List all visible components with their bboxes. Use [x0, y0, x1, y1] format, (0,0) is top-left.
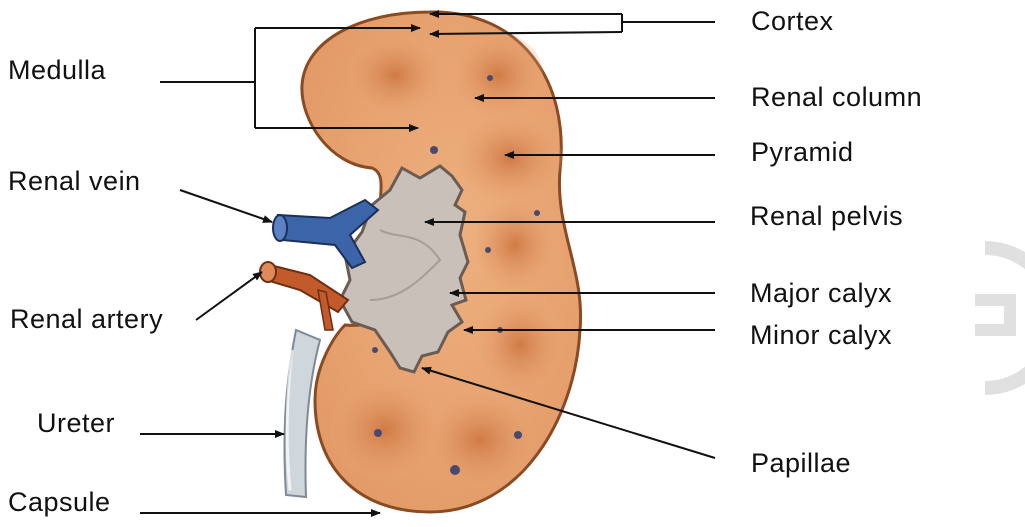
label-papillae: Papillae — [751, 450, 851, 477]
label-renal-column: Renal column — [751, 84, 922, 111]
label-capsule: Capsule — [8, 489, 111, 516]
label-renal-pelvis: Renal pelvis — [750, 203, 903, 230]
renal-artery — [260, 262, 348, 330]
label-ureter: Ureter — [37, 410, 115, 437]
label-medulla: Medulla — [8, 57, 106, 84]
watermark-logo — [975, 248, 1025, 388]
label-pyramid: Pyramid — [751, 139, 854, 166]
label-minor-calyx: Minor calyx — [750, 322, 892, 349]
label-major-calyx: Major calyx — [750, 280, 892, 307]
label-renal-artery: Renal artery — [10, 306, 163, 333]
label-renal-vein: Renal vein — [8, 168, 141, 195]
label-cortex: Cortex — [751, 8, 834, 35]
